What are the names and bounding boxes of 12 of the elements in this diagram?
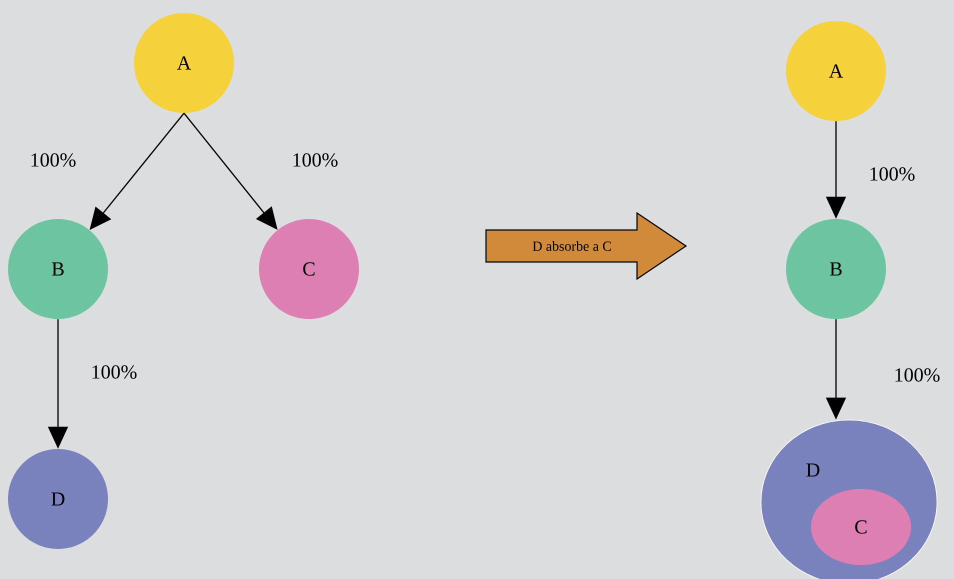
edge-label: 100% <box>28 152 78 168</box>
edge-label: 100% <box>892 367 942 383</box>
edge-label: 100% <box>868 166 916 182</box>
circle-node: C <box>259 218 359 319</box>
circle-node: A <box>134 13 234 113</box>
circle-node: B <box>786 218 886 319</box>
edge-label: 100% <box>290 152 340 168</box>
circle-node: A <box>786 21 886 121</box>
edge-label: 100% <box>90 364 138 380</box>
circle-node: D <box>8 448 108 549</box>
ellipse-node: C <box>811 488 911 565</box>
circle-node: B <box>8 218 108 319</box>
